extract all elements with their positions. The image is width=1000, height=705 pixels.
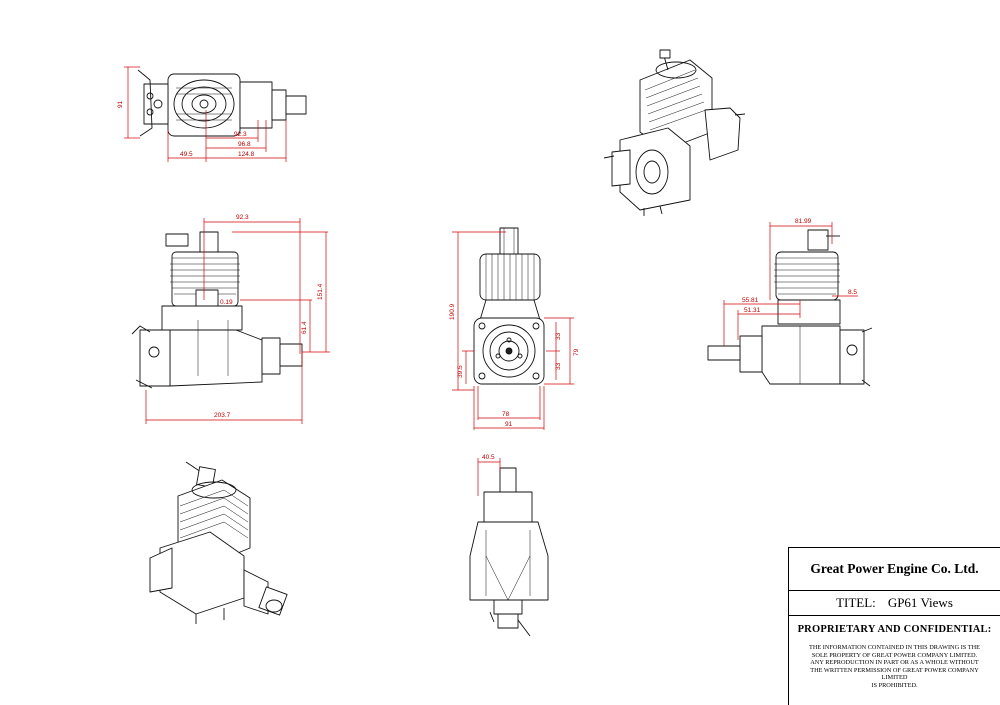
dimension-label: 78 (502, 411, 510, 418)
dimension-label: 40.5 (482, 454, 495, 461)
dimension-label: 33 (555, 362, 562, 370)
top-view-dimensions: 91 92.3 96.8 49.5 124.8 (117, 66, 287, 162)
dimension-label: 151.4 (317, 283, 324, 300)
right-view-engine (707, 229, 873, 387)
dimension-label: 91 (505, 421, 513, 428)
dimension-label: 39.5 (457, 365, 464, 378)
bottom-view-engine (469, 467, 549, 637)
dimension-label: 0.19 (220, 299, 233, 306)
drawing-title-row: TITEL: GP61 Views (789, 591, 1000, 616)
right-view-dimensions: 81.99 55.81 51.31 8.5 (723, 218, 858, 346)
dimension-label: 92.3 (234, 131, 247, 138)
isometric-view-2-engine (149, 461, 288, 624)
title-value: GP61 Views (887, 595, 953, 610)
front-view-engine (473, 227, 545, 385)
dimension-label: 96.8 (238, 141, 251, 148)
dimension-label: 8.5 (848, 289, 857, 296)
dimension-label: 51.31 (744, 307, 761, 314)
side-view-engine (131, 231, 303, 389)
dimension-label: 203.7 (214, 412, 231, 419)
side-view-dimensions: 92.3 151.4 61.4 0.19 203.7 (145, 214, 330, 424)
dimension-label: 79 (573, 348, 580, 356)
dimension-label: 124.8 (238, 151, 255, 158)
confidential-heading: PROPRIETARY AND CONFIDENTIAL: (797, 624, 992, 635)
isometric-view-engine (603, 49, 746, 216)
title-block: Great Power Engine Co. Ltd. TITEL: GP61 … (788, 547, 1000, 705)
bottom-view-dimensions: 40.5 (477, 454, 501, 496)
dimension-label: 61.4 (301, 321, 308, 334)
dimension-label: 49.5 (180, 151, 193, 158)
confidential-notice: THE INFORMATION CONTAINED IN THIS DRAWIN… (808, 644, 981, 689)
company-name: Great Power Engine Co. Ltd. (789, 548, 1000, 591)
dimension-label: 81.99 (795, 218, 812, 225)
title-label: TITEL: (836, 595, 876, 610)
dimension-label: 92.3 (236, 214, 249, 221)
dimension-label: 190.9 (449, 303, 456, 320)
dim-top-91: 91 (117, 100, 124, 108)
dimension-label: 55.81 (742, 297, 759, 304)
front-view-dimensions: 190.9 39.5 79 33 33 78 91 (449, 231, 580, 430)
dimension-label: 33 (555, 332, 562, 340)
top-view-engine (137, 69, 307, 137)
